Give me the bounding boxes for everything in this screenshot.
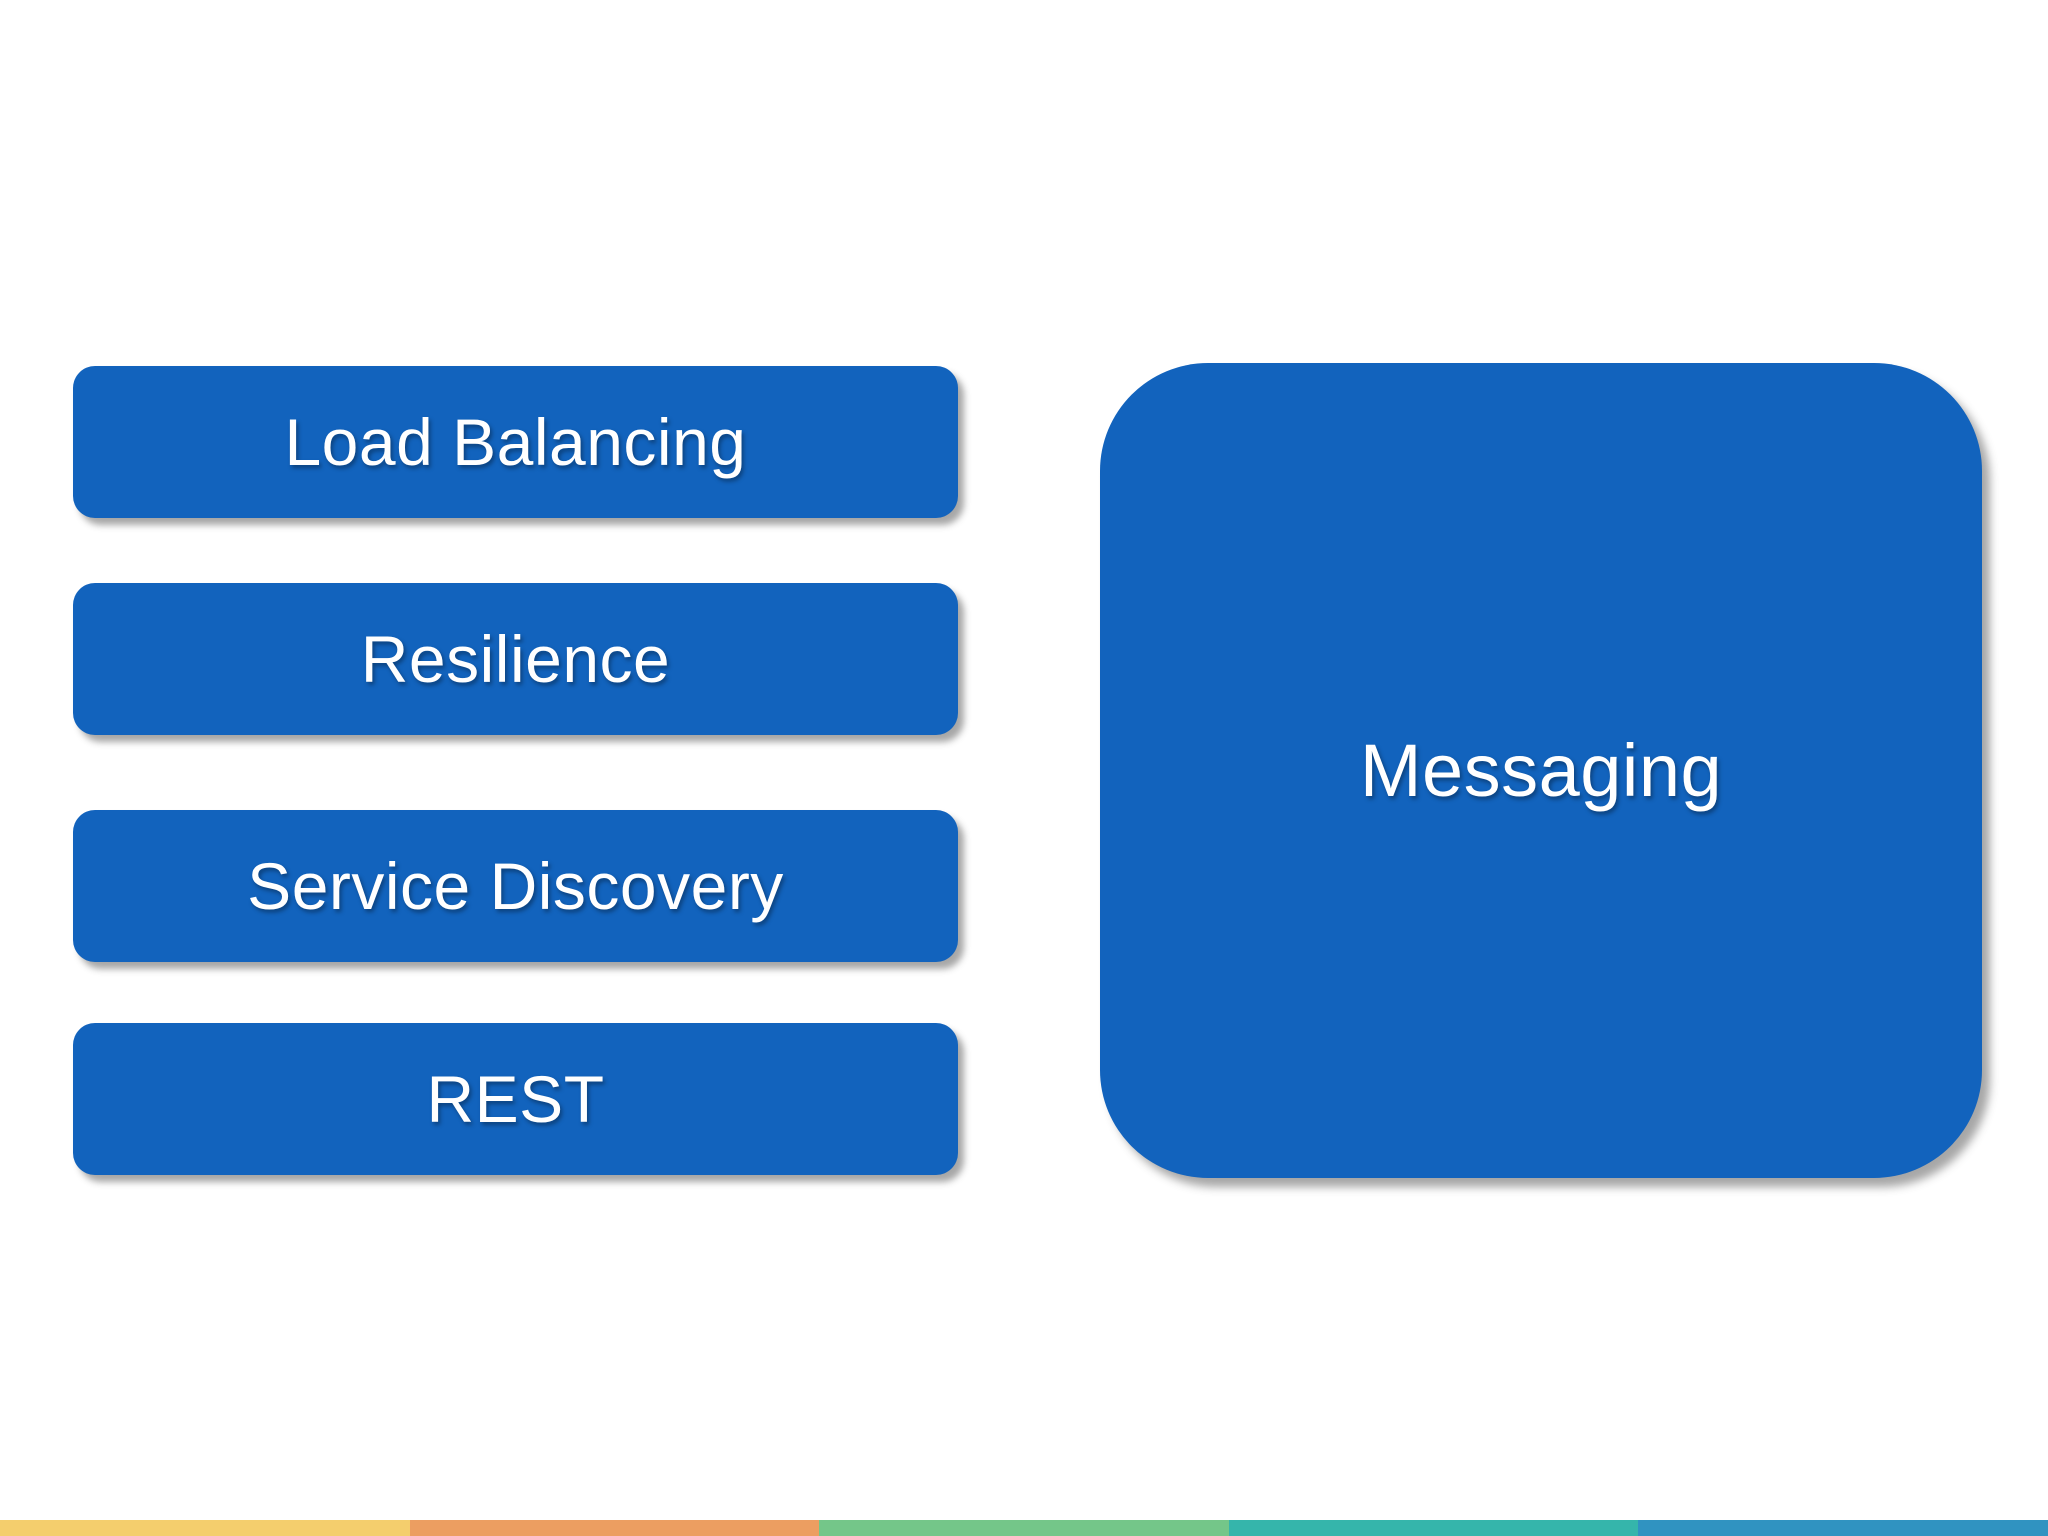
box-load-balancing: Load Balancing bbox=[73, 366, 958, 518]
box-messaging: Messaging bbox=[1100, 363, 1982, 1178]
stripe-segment-teal bbox=[1228, 1520, 1639, 1536]
stripe-segment-blue bbox=[1638, 1520, 2048, 1536]
box-messaging-label: Messaging bbox=[1359, 728, 1723, 812]
stripe-segment-green bbox=[819, 1520, 1229, 1536]
stripe-segment-orange bbox=[409, 1520, 820, 1536]
box-rest-label: REST bbox=[426, 1062, 605, 1136]
stripe-segment-yellow bbox=[0, 1520, 410, 1536]
footer-color-stripe bbox=[0, 1520, 2048, 1536]
box-rest: REST bbox=[73, 1023, 958, 1175]
box-service-discovery: Service Discovery bbox=[73, 810, 958, 962]
box-service-discovery-label: Service Discovery bbox=[247, 849, 784, 923]
box-resilience-label: Resilience bbox=[360, 622, 671, 696]
box-load-balancing-label: Load Balancing bbox=[284, 405, 747, 479]
box-resilience: Resilience bbox=[73, 583, 958, 735]
